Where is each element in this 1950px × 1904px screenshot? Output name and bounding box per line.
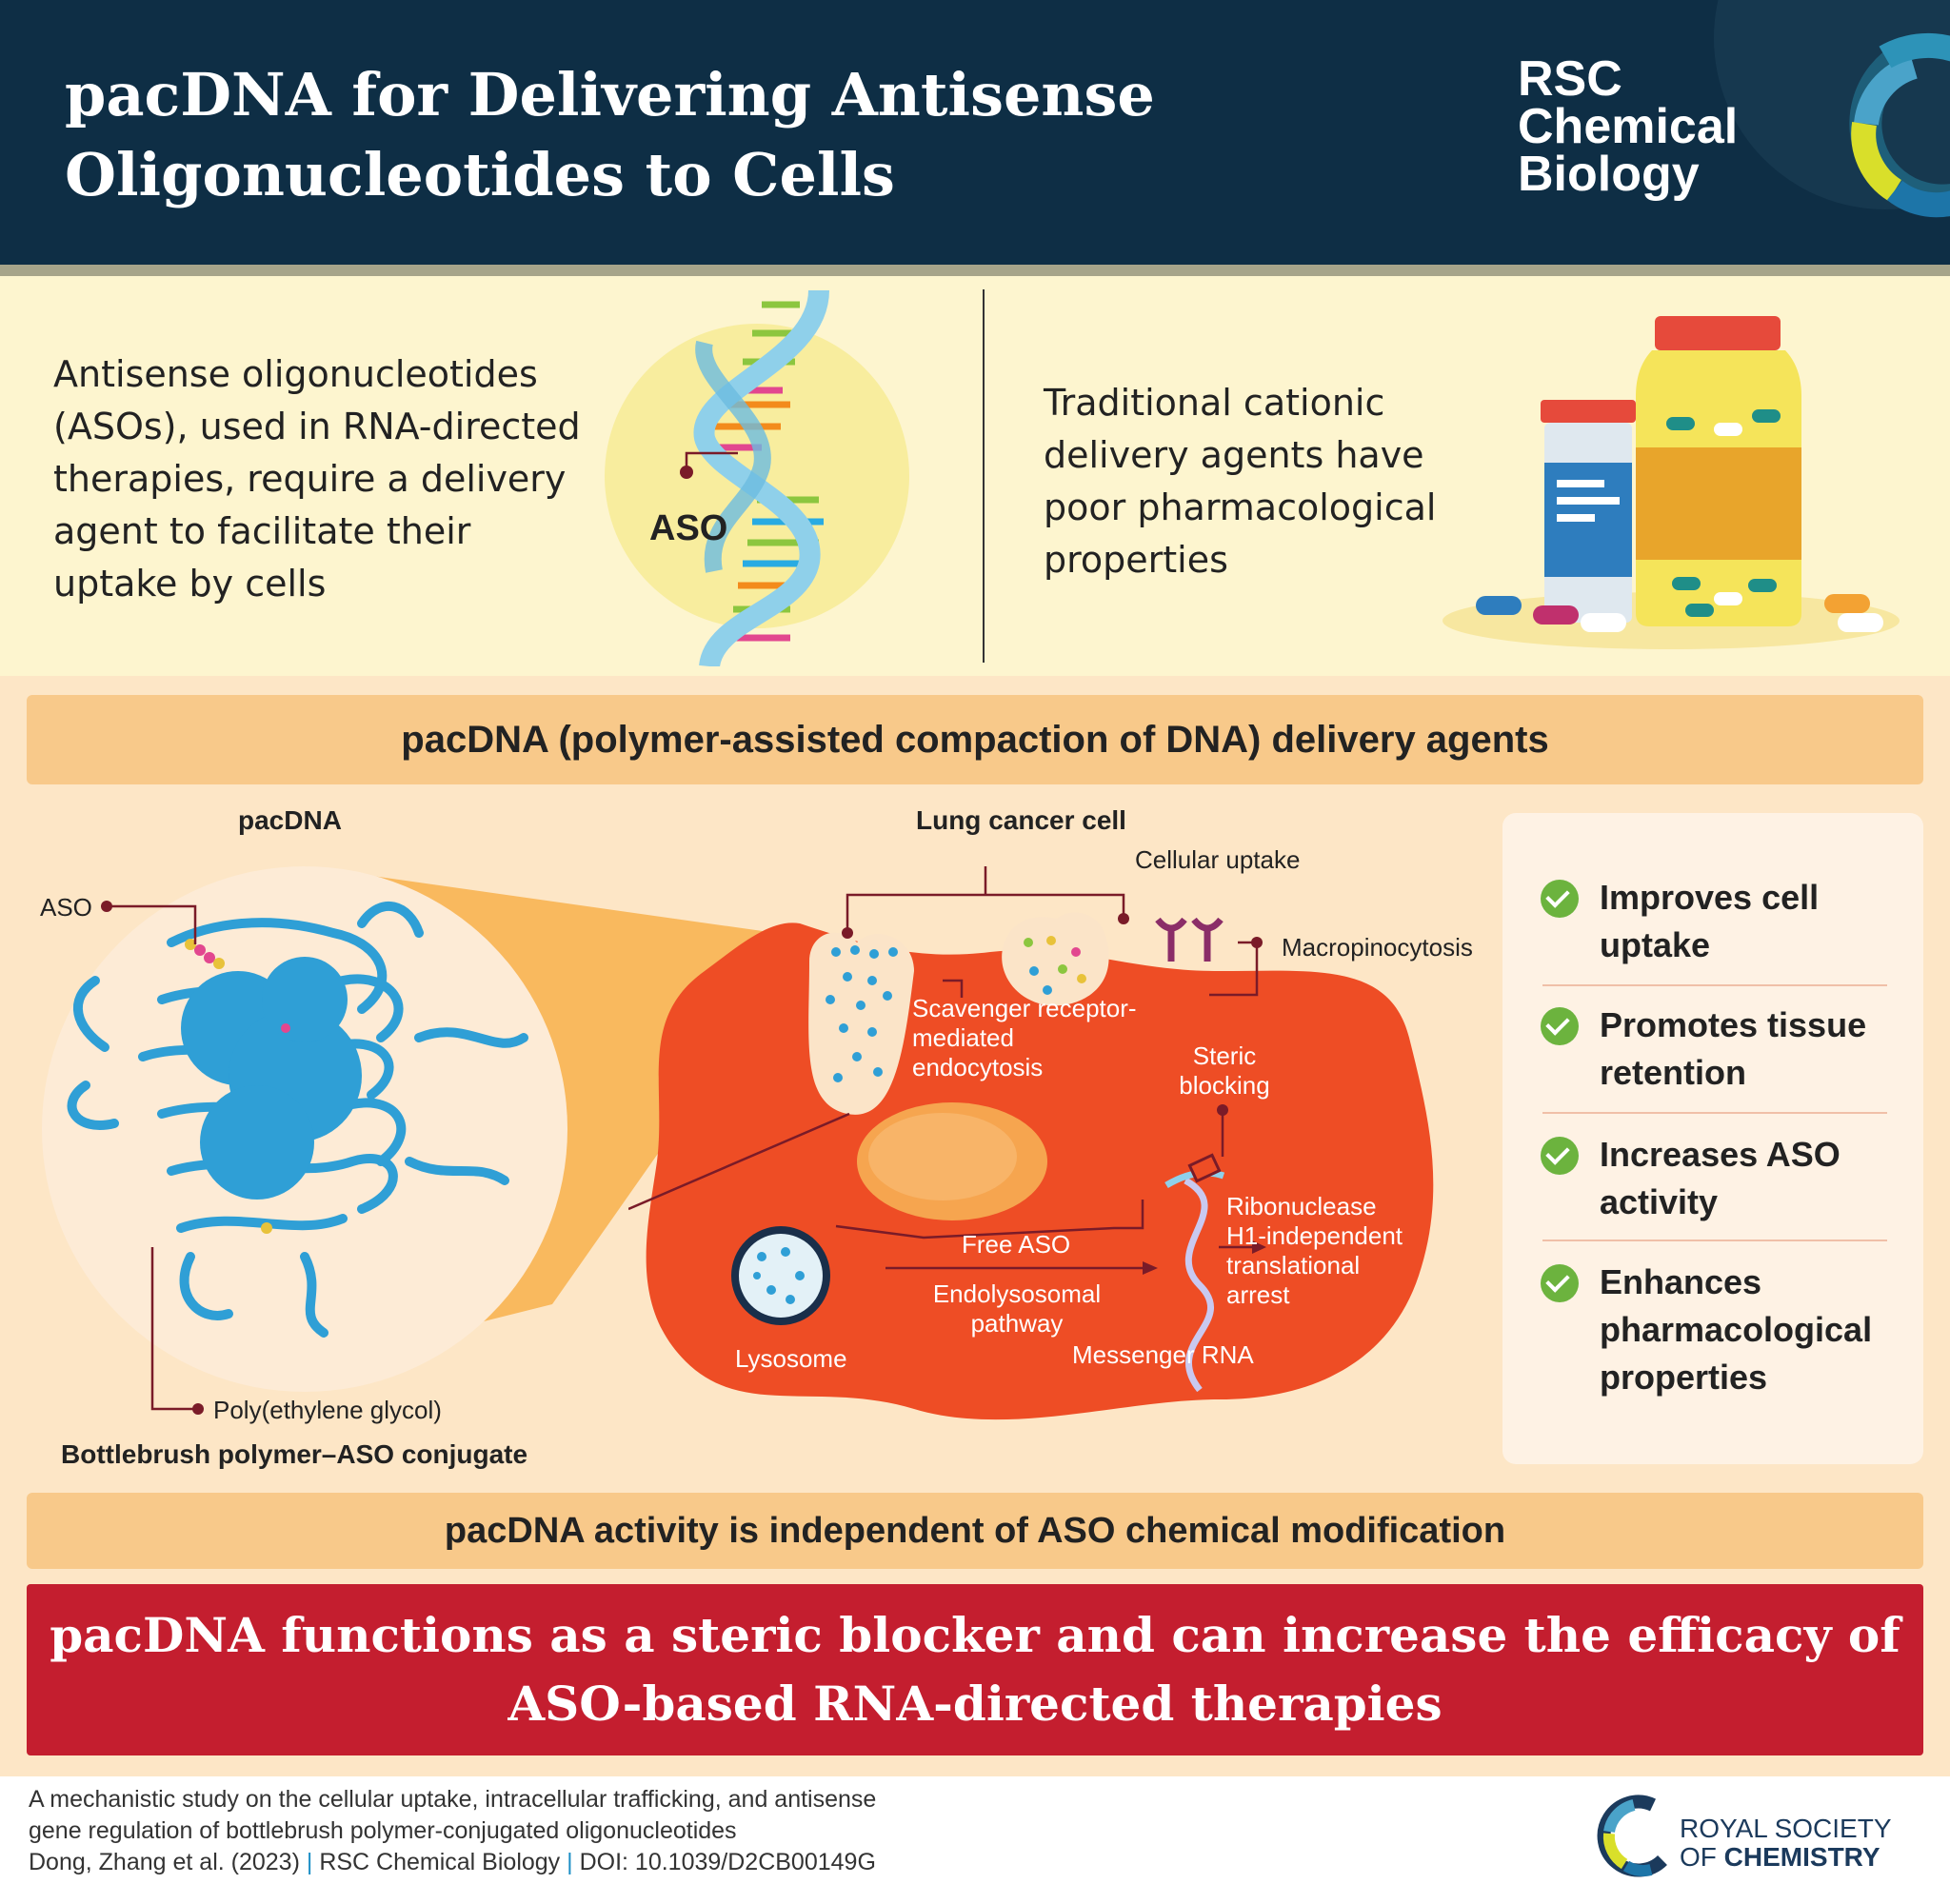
cellular-uptake-label: Cellular uptake [1135,845,1301,874]
pill-bottles-icon [1443,316,1900,649]
conjugate-label: Bottlebrush polymer–ASO conjugate [61,1439,528,1469]
lung-cancer-cell-icon [628,866,1434,1420]
journal-name: RSC Chemical Biology [1518,51,1739,202]
citation-title-line-1: A mechanistic study on the cellular upta… [29,1786,877,1813]
benefit-text: Promotes tissue retention [1600,1005,1867,1092]
messenger-rna-label: Messenger RNA [1072,1340,1254,1369]
peg-label: Poly(ethylene glycol) [213,1396,442,1424]
intro-delivery-text: Traditional cationic delivery agents hav… [1044,382,1437,581]
benefit-text: Improves cell uptake [1600,878,1820,964]
lysosome-label: Lysosome [735,1344,847,1373]
citation-doi[interactable]: DOI: 10.1039/D2CB00149G [579,1849,876,1875]
receptor-icon [1155,917,1224,962]
rsc-line-1: ROYAL SOCIETY [1680,1814,1892,1843]
mrna-icon [1184,1177,1215,1393]
journal-line-3: Biology [1518,147,1700,202]
scavenger-label: Scavenger receptor-mediated endocytosis [912,994,1137,1081]
benefits-panel: Improves cell uptake Promotes tissue ret… [1502,813,1923,1464]
page-title: pacDNA for Delivering Antisense Oligonuc… [65,55,1303,215]
rsc-logo-text: ROYAL SOCIETY OF CHEMISTRY [1680,1815,1892,1872]
journal-line-1: RSC [1518,51,1622,107]
pacdna-illustration [42,866,809,1415]
check-icon [1541,1007,1579,1045]
check-icon [1541,880,1579,918]
header-divider [0,265,1950,276]
rsc-line-2-prefix: OF [1680,1842,1724,1872]
benefit-divider [1542,984,1887,986]
intro-aso-text: Antisense oligonucleotides (ASOs), used … [53,353,581,605]
benefit-divider [1542,1240,1887,1241]
citation: A mechanistic study on the cellular upta… [29,1784,1076,1878]
title-line-2: Oligonucleotides to Cells [65,140,895,209]
rsc-line-2-bold: CHEMISTRY [1723,1842,1880,1872]
journal-line-2: Chemical [1518,99,1739,154]
intro-aso-label: ASO [649,508,728,548]
endocytosis-vesicle [808,932,914,1115]
ribonuclease-label: Ribonuclease H1-independent translationa… [1226,1192,1403,1309]
benefit-divider [1542,1112,1887,1114]
conclusion-banner: pacDNA functions as a steric blocker and… [27,1584,1923,1755]
macropinocytosis-label: Macropinocytosis [1282,933,1473,962]
benefit-text: Enhances pharmacological properties [1600,1262,1873,1397]
pacdna-title: pacDNA [238,805,342,835]
intro-divider [983,289,985,663]
aso-particles [826,945,898,1082]
rsc-logo-icon [1597,1795,1667,1877]
rsc-journal-logo-icon [1714,0,1950,218]
check-icon [1541,1264,1579,1302]
cell-title: Lung cancer cell [916,805,1126,835]
section-banner: pacDNA (polymer-assisted compaction of D… [27,695,1923,784]
mixed-particles [1024,936,1086,995]
pacdna-aso-label: ASO [40,893,92,922]
rsc-line-2: OF CHEMISTRY [1680,1843,1892,1872]
citation-authors: Dong, Zhang et al. (2023) [29,1849,300,1875]
title-line-1: pacDNA for Delivering Antisense [65,60,1155,129]
benefit-text: Increases ASO activity [1600,1135,1841,1221]
header: pacDNA for Delivering Antisense Oligonuc… [0,0,1950,265]
endolysosomal-label: Endolysosomal pathway [932,1279,1102,1338]
macropinocytosis-vesicle [1002,912,1109,1006]
lysosome-icon [731,1226,830,1325]
check-icon [1541,1137,1579,1175]
citation-journal: RSC Chemical Biology [319,1849,561,1875]
dna-helix-icon [605,289,909,666]
free-aso-label: Free ASO [962,1230,1071,1259]
citation-title-line-2: gene regulation of bottlebrush polymer-c… [29,1817,737,1844]
citation-meta: Dong, Zhang et al. (2023) | RSC Chemical… [29,1849,876,1875]
steric-blocking-label: Steric blocking [1179,1041,1270,1100]
activity-banner: pacDNA activity is independent of ASO ch… [27,1493,1923,1569]
